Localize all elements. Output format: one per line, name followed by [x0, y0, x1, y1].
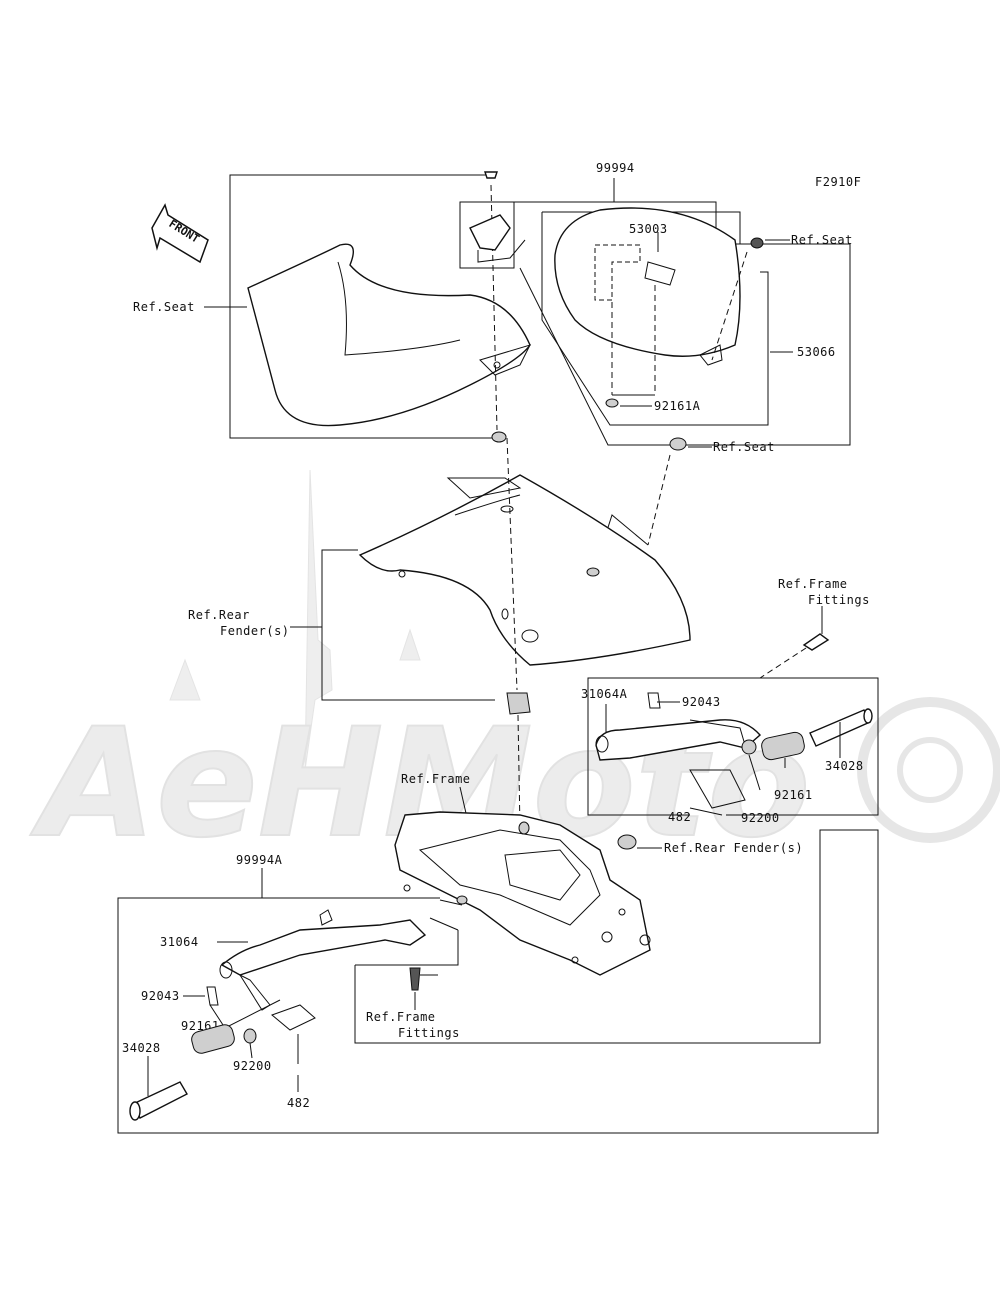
label-ref-rear-fender-right: Ref.Rear Fender(s): [664, 841, 803, 855]
label-92200-top: 92200: [741, 811, 780, 825]
label-ref-frame: Ref.Frame: [401, 772, 471, 786]
label-482-bot: 482: [287, 1096, 310, 1110]
label-ref-frame-fittings-top-1: Ref.Frame: [778, 577, 848, 591]
rider-seat-group: Ref.Seat: [133, 171, 531, 443]
label-53066: 53066: [797, 345, 836, 359]
right-footrest-group: Ref.Frame Fittings 31064A 92043 34028 92…: [581, 577, 879, 825]
left-footrest-group: 99994A 31064 92043 92161 92200 34028 482…: [117, 829, 879, 1134]
label-92043-bot: 92043: [141, 989, 180, 1003]
label-92043-top: 92043: [682, 695, 721, 709]
label-ref-seat-left: Ref.Seat: [133, 300, 195, 314]
label-482-top: 482: [668, 810, 691, 824]
rear-fender-group: Ref.Rear Fender(s): [188, 437, 691, 831]
label-31064A: 31064A: [581, 687, 628, 701]
passenger-seat-group: 99994 92161A 53003 Ref.Seat 53066 Ref.Se…: [459, 161, 853, 569]
label-ref-rear-2: Fender(s): [220, 624, 290, 638]
diagram-code: F2910F: [815, 175, 861, 189]
label-ref-rear-1: Ref.Rear: [188, 608, 250, 622]
label-31064: 31064: [160, 935, 199, 949]
label-92161-top: 92161: [774, 788, 813, 802]
label-99994: 99994: [596, 161, 635, 175]
label-99994A: 99994A: [236, 853, 283, 867]
label-ref-seat-top-right: Ref.Seat: [791, 233, 853, 247]
front-arrow-icon: FRONT: [151, 203, 209, 264]
label-92161A: 92161A: [654, 399, 701, 413]
label-34028-top: 34028: [825, 759, 864, 773]
frame-group: Ref.Frame Ref.Rear Fender(s): [394, 772, 803, 976]
label-53003: 53003: [629, 222, 668, 236]
label-ref-seat-middle: Ref.Seat: [713, 440, 775, 454]
label-92200-bot: 92200: [233, 1059, 272, 1073]
label-ref-frame-fittings-bot-1: Ref.Frame: [366, 1010, 436, 1024]
label-34028-bot: 34028: [122, 1041, 161, 1055]
label-ref-frame-fittings-bot-2: Fittings: [398, 1026, 460, 1040]
label-ref-frame-fittings-top-2: Fittings: [808, 593, 870, 607]
